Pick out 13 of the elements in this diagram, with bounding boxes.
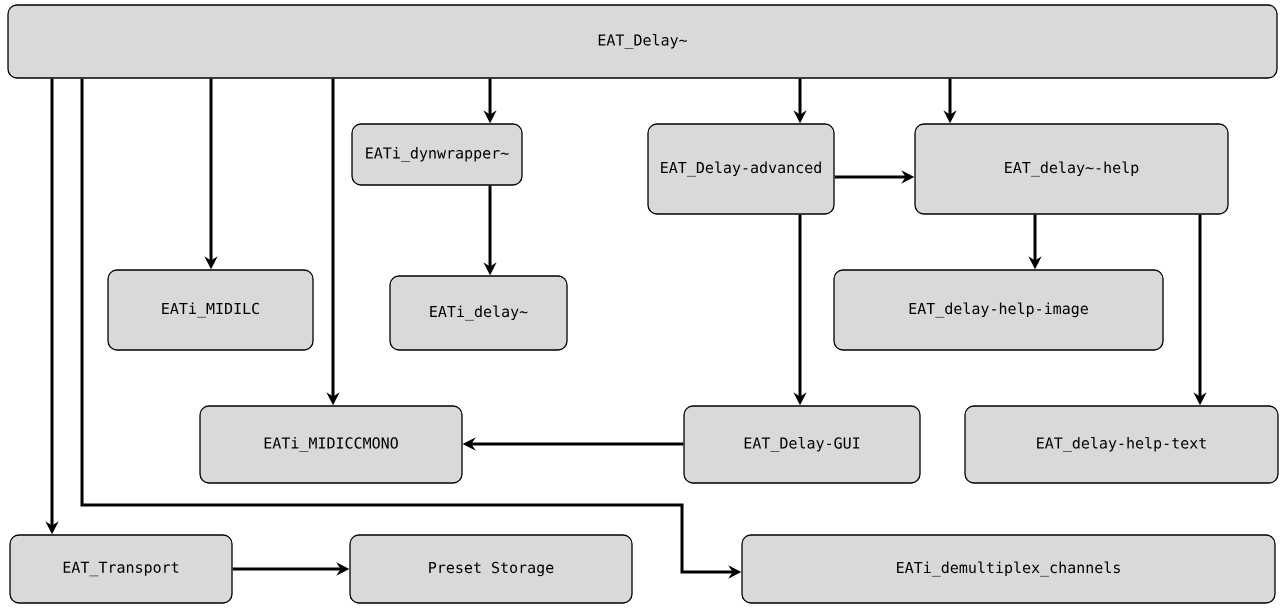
module-box: EAT_Delay-advanced	[647, 123, 835, 215]
module-box: EAT_Transport	[9, 534, 233, 604]
module-box: EAT_delay~-help	[914, 123, 1229, 215]
module-box: EATi_demultiplex_channels	[741, 534, 1276, 604]
module-box: EATi_dynwrapper~	[351, 123, 523, 186]
module-box: EAT_delay-help-image	[833, 269, 1164, 351]
module-box: EATi_delay~	[389, 275, 568, 351]
module-box: Preset Storage	[349, 534, 633, 604]
module-box: EAT_Delay-GUI	[683, 405, 921, 484]
title-bar: EAT_Delay~	[7, 4, 1278, 79]
module-box: EATi_MIDICCMONO	[199, 405, 463, 484]
module-box: EATi_MIDILC	[107, 269, 314, 351]
module-box: EAT_delay-help-text	[964, 405, 1279, 484]
